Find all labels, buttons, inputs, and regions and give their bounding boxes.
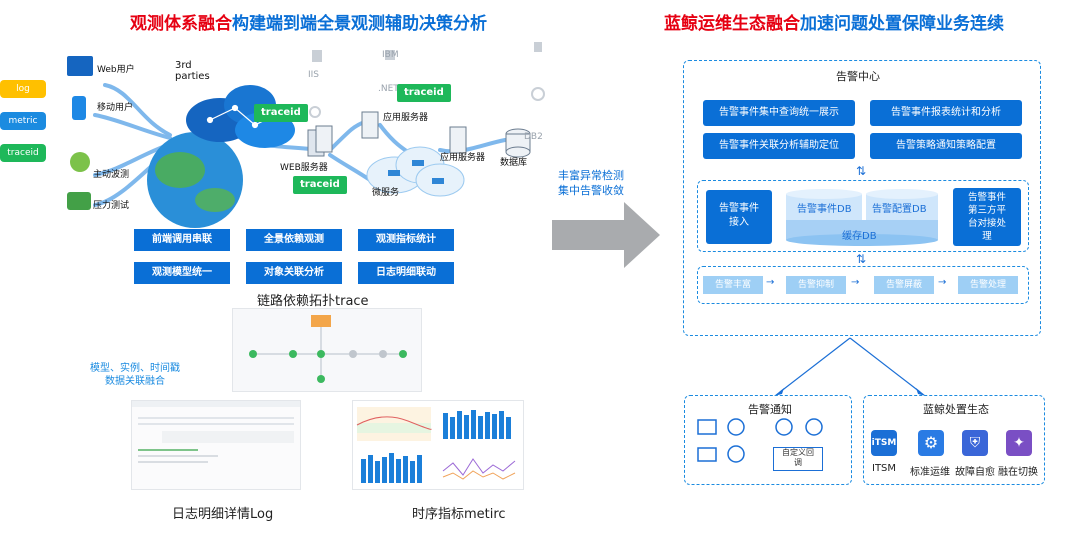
tag-log: log (0, 80, 46, 98)
feature-frontend-chain: 前端调用串联 (134, 229, 230, 251)
log-caption: 日志明细详情Log (172, 507, 274, 522)
microservice-cloud-icon (366, 146, 465, 197)
weibo-icon (727, 418, 745, 436)
right-title-red: 蓝鲸运维生态融合 (664, 14, 800, 34)
feature-log-linkage: 日志明细联动 (358, 262, 454, 284)
eco-label-standard-ops: 标准运维 (910, 467, 950, 478)
third-party-label: 3rd parties (175, 60, 210, 82)
standard-ops-icon: ⚙ (918, 430, 944, 456)
fusion-note: 模型、实例、时间戳 数据关联融合 (90, 363, 180, 387)
stress-test-label: 压力测试 (93, 201, 130, 211)
pipeline-step-handle: 告警处理 (958, 276, 1018, 294)
metric-screenshot (352, 400, 524, 490)
app-server-2-label: 应用服务器 (440, 153, 486, 163)
wechat-icon (727, 445, 745, 463)
arrow-text: 丰富异常检测 集中告警收敛 (558, 169, 624, 197)
mobile-user-label: 移动用户 (97, 103, 134, 113)
split-arrows (774, 337, 926, 396)
event-access-box: 告警事件 接入 (706, 190, 772, 244)
pipeline-step-suppress: 告警抑制 (786, 276, 846, 294)
eco-label-itsm: ITSM (872, 463, 897, 474)
metric-thumbnails (356, 407, 516, 483)
processing-layer (697, 180, 1029, 252)
left-title: 观测体系融合构建端到端全景观测辅助决策分析 (130, 9, 487, 34)
web-server-icon (307, 125, 333, 157)
eco-container (863, 395, 1045, 485)
feature-dependency-observe: 全景依赖观测 (246, 229, 342, 251)
topology-screenshot (232, 308, 422, 392)
tag-metric: metric (0, 112, 46, 130)
app-server-1-label: 应用服务器 (383, 113, 429, 123)
database-icon (505, 128, 531, 158)
log-screenshot (131, 400, 301, 490)
app-server-1-icon (361, 111, 379, 139)
stress-test-icon (67, 192, 91, 210)
center-btn-policy: 告警策略通知策略配置 (870, 133, 1022, 159)
database-label: 数据库 (500, 158, 528, 168)
custom-callback-box: 自定义回 调 (773, 447, 823, 471)
topology-caption: 链路依赖拓扑trace (257, 294, 369, 309)
big-right-arrow-icon (552, 202, 660, 268)
pipeline-arrow-icon: → (851, 277, 860, 288)
pipeline-arrow-icon: → (766, 277, 775, 288)
feature-model-unify: 观测模型统一 (134, 262, 230, 284)
active-probe-label: 主动波测 (93, 170, 130, 180)
active-probe-icon (70, 152, 90, 172)
tag-traceid: traceid (0, 144, 46, 162)
alarm-center-title: 告警中心 (836, 70, 880, 83)
app-server-2-icon (449, 126, 467, 154)
center-btn-query: 告警事件集中查询统一展示 (703, 100, 855, 126)
web-user-icon (67, 56, 93, 76)
tech-label-ibm: IBM (382, 50, 399, 60)
pipeline-arrow-icon: → (938, 277, 947, 288)
tech-stack-icons (309, 42, 545, 118)
traceid-badge: traceid (397, 84, 451, 102)
switchover-icon: ✦ (1006, 430, 1032, 456)
tech-label-dotnet: .NET (378, 84, 399, 94)
third-party-access-box: 告警事件 第三方平 台对接处 理 (953, 188, 1021, 246)
traceid-badge: traceid (254, 104, 308, 122)
config-db-label: 告警配置DB (872, 204, 927, 215)
center-btn-correlate: 告警事件关联分析辅助定位 (703, 133, 855, 159)
mail-icon (697, 447, 717, 462)
microservice-label: 微服务 (372, 188, 400, 198)
pipeline-layer (697, 266, 1029, 304)
event-db-label: 告警事件DB (797, 204, 852, 215)
feature-object-correlation: 对象关联分析 (246, 262, 342, 284)
right-title-blue: 加速问题处置保障业务连续 (800, 14, 1004, 34)
pipeline-step-shield: 告警屏蔽 (874, 276, 934, 294)
eco-title: 蓝鲸处置生态 (923, 403, 989, 416)
phone-icon (805, 418, 823, 436)
left-title-blue: 构建端到端全景观测辅助决策分析 (232, 14, 487, 34)
itsm-icon: iTSM (871, 430, 897, 456)
web-user-label: Web用户 (97, 65, 135, 75)
topology-graph (249, 315, 407, 383)
eco-label-self-healing: 故障自愈 (955, 467, 995, 478)
voice-icon (775, 418, 793, 436)
notify-icons (697, 418, 823, 463)
message-icon (697, 419, 717, 435)
eco-label-switchover: 融在切换 (998, 467, 1038, 478)
self-healing-icon: ⛨ (962, 430, 988, 456)
db-cluster-icon (786, 189, 938, 246)
web-server-label: WEB服务器 (280, 163, 328, 173)
updown-arrow-icon: ⇅ (856, 252, 867, 266)
cache-db-label: 缓存DB (842, 231, 877, 242)
feature-metric-stats: 观测指标统计 (358, 229, 454, 251)
notify-title: 告警通知 (748, 403, 792, 416)
tech-label-db2: DB2 (524, 132, 543, 142)
tech-label-iis: IIS (308, 70, 320, 80)
mobile-user-icon (72, 96, 86, 120)
notify-container (684, 395, 852, 485)
metric-caption: 时序指标metirc (412, 507, 506, 522)
pipeline-step-enrich: 告警丰富 (703, 276, 763, 294)
updown-arrow-icon: ⇅ (856, 164, 867, 178)
center-btn-report: 告警事件报表统计和分析 (870, 100, 1022, 126)
right-title: 蓝鲸运维生态融合加速问题处置保障业务连续 (664, 9, 1004, 34)
traceid-badge: traceid (293, 176, 347, 194)
topology-diagram (67, 42, 545, 228)
left-title-red: 观测体系融合 (130, 14, 232, 34)
alarm-platform-container (683, 60, 1041, 336)
